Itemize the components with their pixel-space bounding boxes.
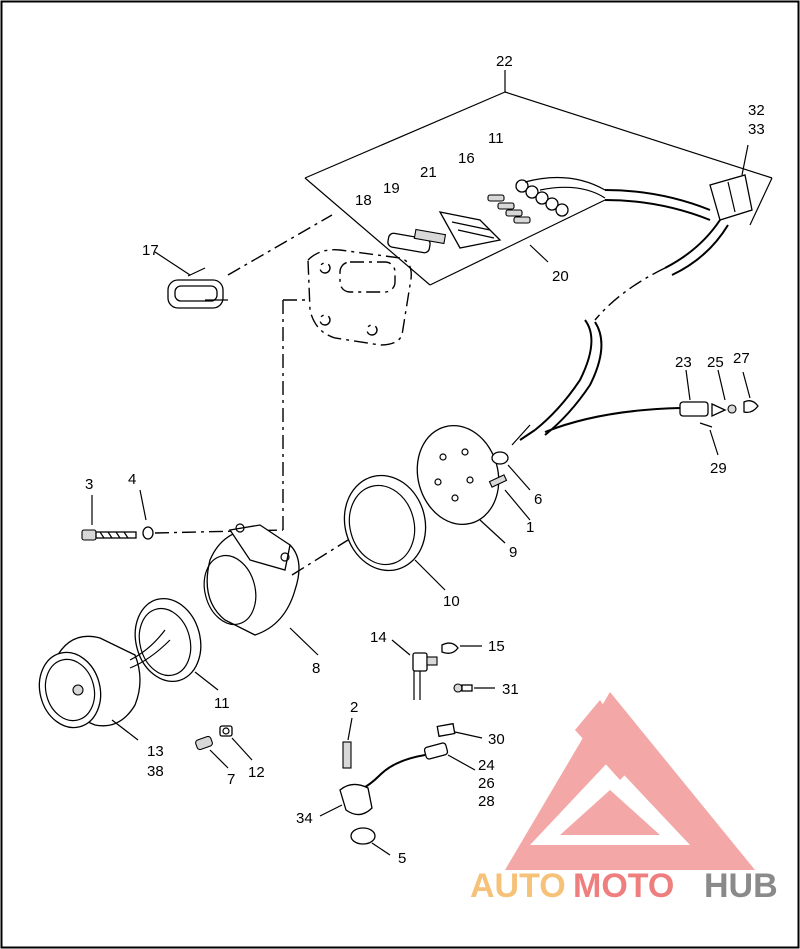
label-14: 14: [370, 629, 387, 646]
label-9: 9: [509, 544, 517, 561]
label-5: 5: [398, 850, 406, 867]
mount-bracket-dashed: [154, 214, 412, 534]
watermark-text: AUTO MOTO HUB: [470, 867, 778, 905]
label-28: 28: [478, 793, 495, 810]
label-20: 20: [552, 268, 569, 285]
wire-harness: [511, 219, 729, 446]
label-38: 38: [147, 763, 164, 780]
label-23: 23: [675, 354, 692, 371]
label-22: 22: [496, 53, 513, 70]
label-11-lower: 11: [214, 695, 230, 712]
label-33: 33: [748, 121, 765, 138]
label-17: 17: [142, 242, 159, 259]
label-1: 1: [526, 519, 534, 536]
label-16: 16: [458, 150, 475, 167]
label-13: 13: [147, 743, 164, 760]
part-8-housing-cup: [203, 523, 349, 656]
part-3-screw-4-washer: [81, 489, 154, 541]
leader-20: [529, 244, 549, 263]
label-32: 32: [748, 102, 765, 119]
part-9-backplate: [416, 424, 531, 544]
label-26: 26: [478, 775, 495, 792]
label-19: 19: [383, 180, 400, 197]
label-24: 24: [478, 757, 495, 774]
parts-7-12-bulbs: [195, 725, 253, 769]
label-29: 29: [710, 460, 727, 477]
label-3: 3: [85, 476, 93, 493]
label-34: 34: [296, 810, 313, 827]
part-11-gasket-ring: [134, 597, 219, 691]
label-15: 15: [488, 638, 505, 655]
kit-outline-22: [304, 70, 773, 286]
label-18: 18: [355, 192, 372, 209]
watermark-hub: HUB: [704, 867, 778, 905]
label-30: 30: [488, 731, 505, 748]
label-31: 31: [502, 681, 519, 698]
label-6: 6: [534, 491, 542, 508]
parts-speed-sensor-assembly: [319, 717, 483, 856]
label-12: 12: [248, 764, 265, 781]
label-8: 8: [312, 660, 320, 677]
label-10: 10: [443, 593, 460, 610]
label-7: 7: [227, 771, 235, 788]
label-27: 27: [733, 350, 750, 367]
label-25: 25: [707, 354, 724, 371]
label-2: 2: [350, 699, 358, 716]
parts-14-15-31-sensor: [391, 639, 495, 700]
part-number-labels: 22 32 33 11 16 21 19 18 17 20 23 25 27 2…: [85, 53, 765, 867]
label-11-upper: 11: [488, 130, 504, 147]
label-4: 4: [128, 471, 136, 488]
watermark-logo: [505, 692, 755, 870]
part-17-clip: [154, 251, 228, 309]
connector-pins-23-25-27: [685, 369, 759, 456]
parts-connector-kit: [387, 144, 753, 254]
part-13-gauge: [38, 629, 171, 741]
watermark-auto: AUTO: [470, 867, 566, 905]
watermark-moto: MOTO: [573, 867, 674, 905]
part-10-bezel-ring: [343, 474, 446, 591]
label-21: 21: [420, 164, 437, 181]
